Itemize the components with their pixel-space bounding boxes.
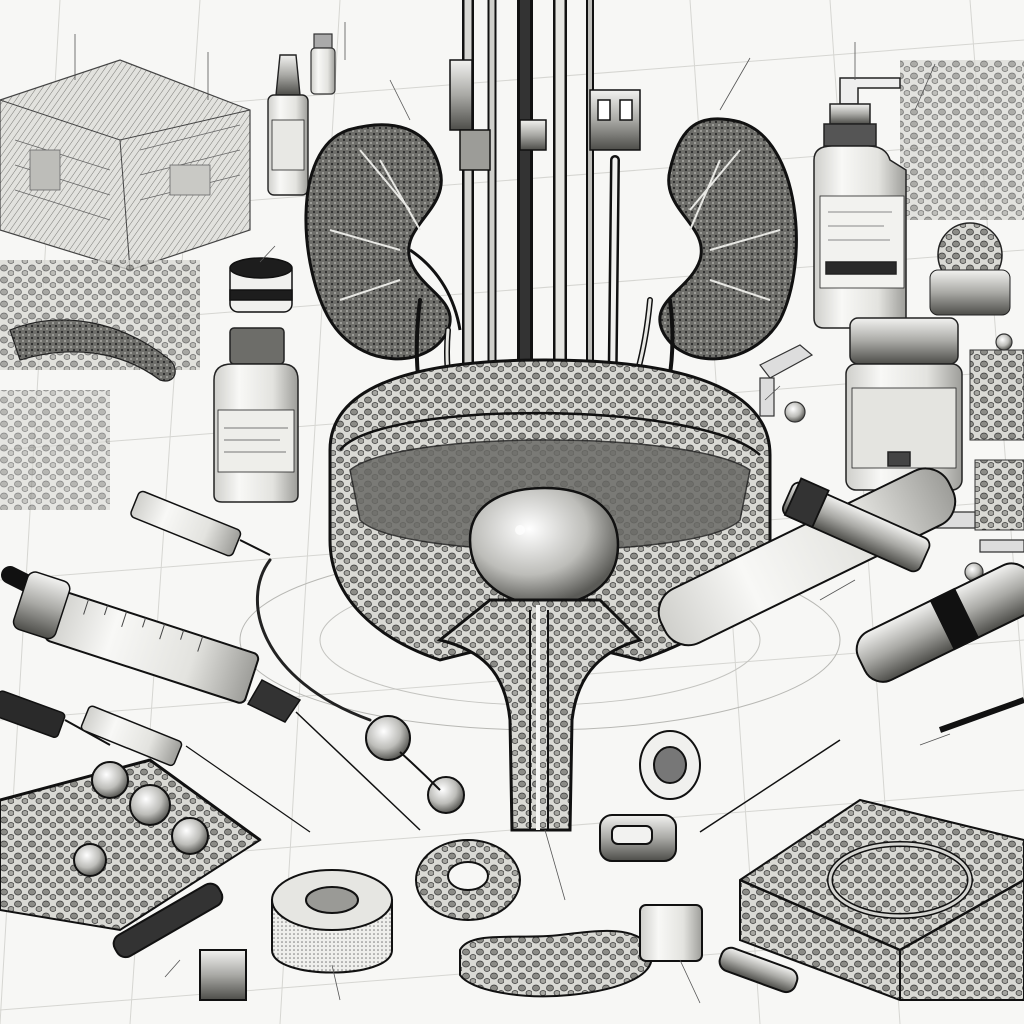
medicine-jar [845, 317, 963, 491]
specimen-box [739, 798, 1024, 1001]
pen-injector-right [639, 467, 1024, 833]
callout-leaders [74, 22, 951, 1004]
cap-capsule [599, 814, 799, 994]
syringe-small-left [0, 490, 311, 833]
stethoscope [365, 715, 465, 814]
pump-bottle [813, 77, 907, 329]
dropper-bottle [267, 54, 309, 196]
ointment-jar [229, 257, 293, 313]
urethra [436, 598, 643, 832]
bladder [468, 486, 620, 607]
kidney-right [658, 117, 798, 361]
tissue-sample [459, 929, 653, 998]
syringe-right [782, 477, 1024, 733]
small-vial [310, 33, 336, 95]
iv-drip-connector [449, 59, 641, 171]
medicine-bottle [213, 327, 299, 503]
cell-cluster-left [0, 260, 200, 510]
stoma-ring [415, 839, 521, 921]
machinery-block [0, 59, 251, 271]
kidney-left [304, 123, 462, 361]
cell-cluster-right [900, 60, 1024, 531]
marker-pen [112, 882, 247, 1001]
syringe-large-left [1, 566, 421, 831]
tape-roll [271, 869, 393, 974]
pill-tray [0, 758, 262, 932]
